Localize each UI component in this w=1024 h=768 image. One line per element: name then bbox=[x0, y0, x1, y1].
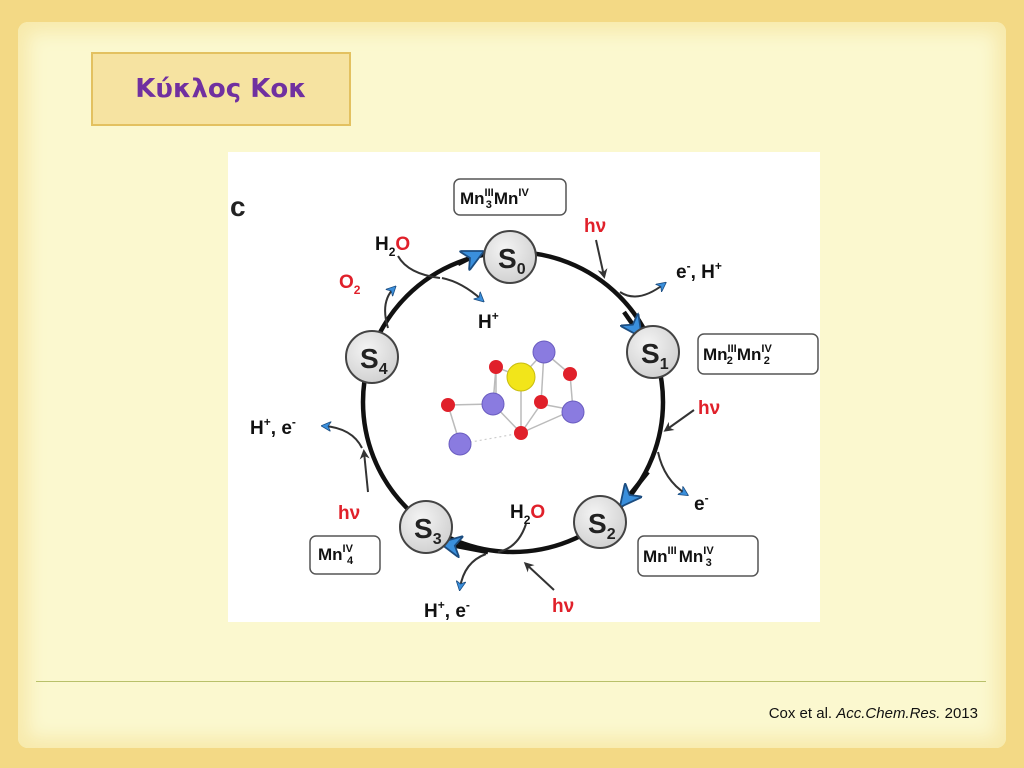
hv-s0-s1: hν bbox=[584, 216, 608, 279]
kok-cycle-figure: c S0 S1 S2 S3 S4 bbox=[228, 152, 820, 622]
svg-text:S0: S0 bbox=[498, 243, 526, 278]
water-in-s4-s0: H2O bbox=[375, 234, 441, 279]
svg-text:S4: S4 bbox=[360, 343, 388, 378]
state-s2: S2 bbox=[573, 495, 627, 549]
svg-text:hν: hν bbox=[698, 398, 720, 419]
proton-out: H+ bbox=[441, 277, 499, 333]
svg-text:e-, H+: e-, H+ bbox=[676, 259, 722, 283]
svg-text:H+: H+ bbox=[478, 309, 499, 333]
hv-s3-s4: hν bbox=[338, 449, 370, 524]
svg-text:H+, e-: H+, e- bbox=[250, 415, 296, 439]
state-s0: S0 bbox=[483, 230, 537, 284]
hv-s2-s3: hν bbox=[523, 561, 574, 617]
products-s1-s2: e- bbox=[657, 451, 709, 515]
water-in-s2-s3: H2O bbox=[497, 502, 545, 553]
state-s1: S1 bbox=[626, 325, 680, 379]
title-box: Κύκλος Κοκ bbox=[91, 52, 351, 126]
mn4cao5-cluster bbox=[441, 340, 585, 456]
state-s3: S3 bbox=[399, 500, 453, 554]
svg-text:e-: e- bbox=[694, 491, 709, 515]
products-s3-s4: H+, e- bbox=[250, 415, 363, 449]
kok-cycle-diagram: c S0 S1 S2 S3 S4 bbox=[230, 178, 819, 622]
cycle-arrow-s1-s2 bbox=[624, 470, 650, 502]
slide-title: Κύκλος Κοκ bbox=[135, 74, 307, 104]
svg-text:S3: S3 bbox=[414, 513, 442, 548]
citation-year: 2013 bbox=[944, 705, 978, 722]
svg-text:O2: O2 bbox=[339, 272, 361, 297]
products-s2-s3: H+, e- bbox=[424, 553, 487, 622]
svg-text:S1: S1 bbox=[641, 338, 669, 373]
citation-authors: Cox et al. bbox=[768, 705, 833, 722]
cycle-arrow-s2-s3 bbox=[446, 544, 489, 552]
svg-text:H+, e-: H+, e- bbox=[424, 598, 470, 622]
svg-text:H2O: H2O bbox=[510, 502, 545, 527]
oxygen-out: O2 bbox=[339, 272, 394, 329]
svg-text:hν: hν bbox=[338, 503, 360, 524]
svg-text:hν: hν bbox=[584, 216, 606, 237]
svg-text:H2O: H2O bbox=[375, 234, 410, 259]
footer-divider bbox=[36, 681, 986, 682]
hv-s1-s2: hν bbox=[663, 398, 720, 432]
cycle-arrow-s0-s1 bbox=[624, 310, 638, 332]
svg-text:S2: S2 bbox=[588, 508, 616, 543]
state-s4: S4 bbox=[345, 330, 399, 384]
panel-label: c bbox=[230, 191, 246, 222]
svg-text:hν: hν bbox=[552, 596, 574, 617]
products-s0-s1: e-, H+ bbox=[619, 259, 722, 298]
citation: Cox et al. Acc.Chem.Res. 2013 bbox=[769, 705, 978, 722]
citation-journal: Acc.Chem.Res. bbox=[836, 705, 941, 722]
cycle-arrow-s4-s0 bbox=[456, 254, 478, 264]
